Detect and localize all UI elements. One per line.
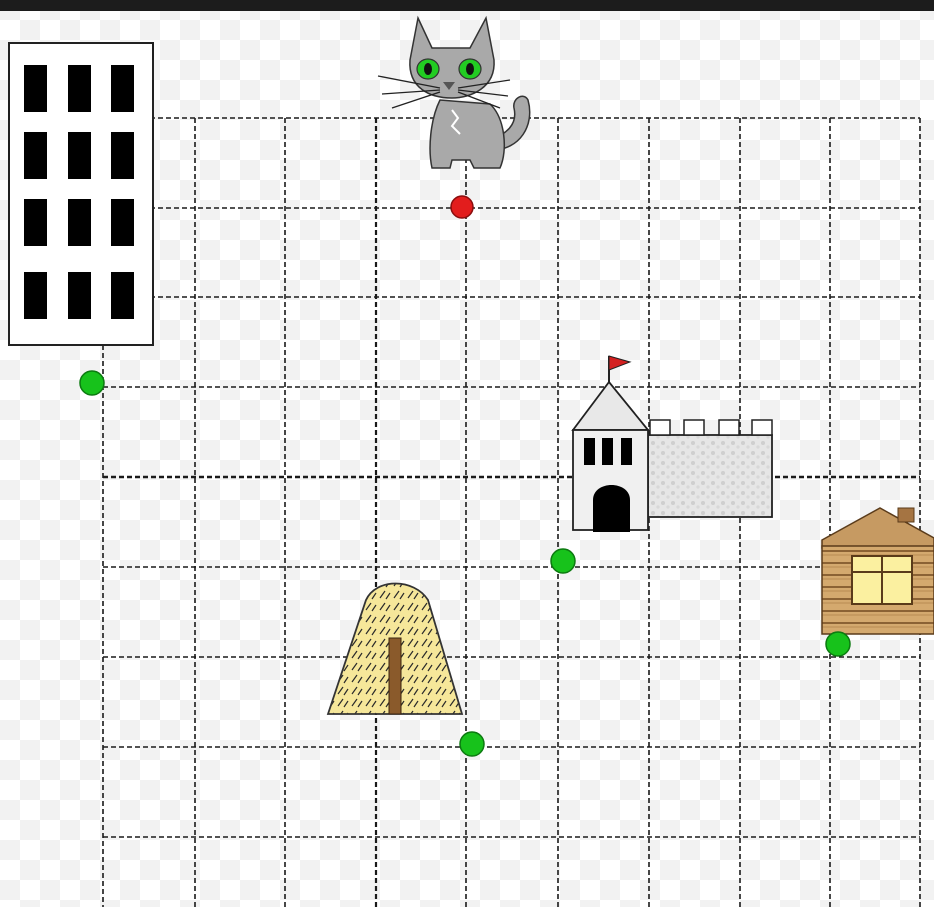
start-marker[interactable] xyxy=(451,196,473,218)
top-bar xyxy=(0,0,934,11)
target-marker-near-castle[interactable] xyxy=(551,549,575,573)
target-marker-near-haystack[interactable] xyxy=(460,732,484,756)
apartment-building-icon[interactable] xyxy=(9,43,153,345)
target-marker-near-building[interactable] xyxy=(80,371,104,395)
target-marker-near-hut[interactable] xyxy=(826,632,850,656)
